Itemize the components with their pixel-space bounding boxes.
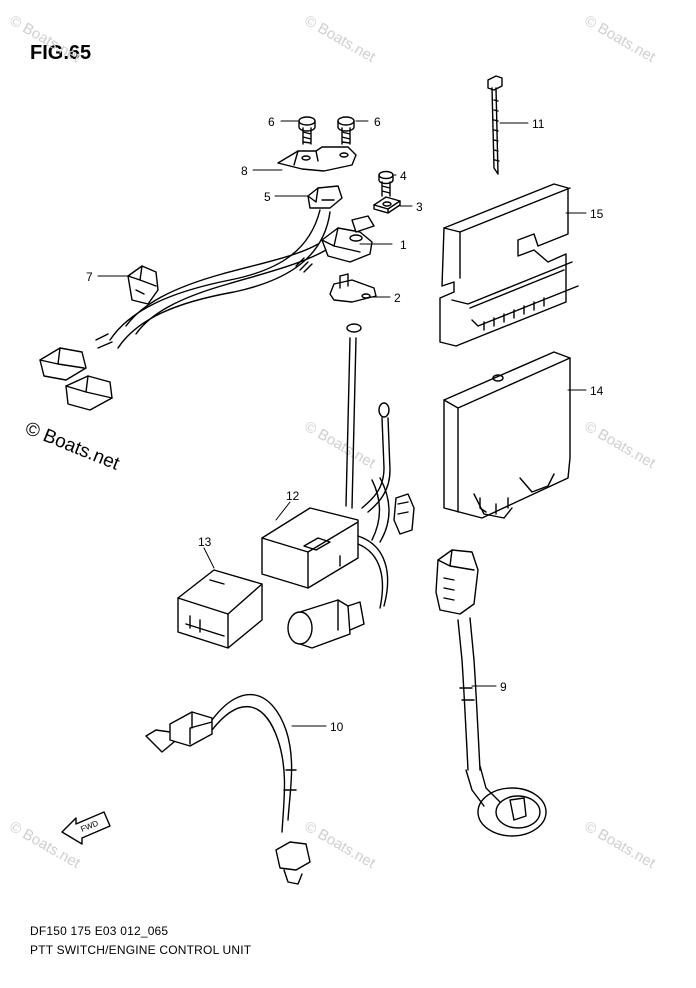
connector-5: [307, 185, 343, 209]
callout-2: 2: [394, 291, 401, 305]
bracket-8: [277, 146, 357, 172]
relay-12: [261, 477, 415, 649]
callout-4: 4: [400, 169, 407, 183]
callout-10: 10: [330, 720, 344, 734]
callout-8: 8: [241, 164, 248, 178]
leader-lines: [97, 120, 587, 727]
callout-15: 15: [590, 207, 604, 221]
callout-6-right: 6: [374, 115, 381, 129]
callout-1: 1: [400, 238, 407, 252]
callout-7: 7: [86, 270, 93, 284]
relay-13: [177, 569, 263, 649]
ecu-case-15: [439, 183, 579, 347]
callout-6: 6: [268, 115, 275, 129]
callout-9: 9: [500, 680, 507, 694]
ground-wire: [345, 323, 391, 513]
ptt-switch-harness-9: [435, 549, 547, 837]
callout-13: 13: [198, 535, 212, 549]
bolt-6-right: [337, 116, 355, 145]
trim-sensor-1: [321, 215, 375, 263]
callout-11: 11: [532, 117, 545, 131]
callout-3: 3: [416, 200, 423, 214]
figure-code: DF150 175 E03 012_065: [30, 924, 169, 938]
figure-name: PTT SWITCH/ENGINE CONTROL UNIT: [30, 943, 252, 957]
callout-labels: 1 2 3 4 5 6 6 7 8 9 10 11 12 13 14 15: [86, 115, 604, 734]
sensor-lever-2: [329, 273, 377, 303]
bolt-6-left: [298, 116, 316, 145]
figure-title: FIG.65: [30, 42, 92, 64]
fwd-arrow-icon: FWD: [61, 811, 111, 845]
ecu-14: [443, 351, 571, 519]
switch-harness-10: [145, 693, 311, 885]
bolt-4: [378, 170, 394, 197]
cable-tie-11: [487, 75, 503, 175]
callout-14: 14: [590, 384, 604, 398]
harness-7: [39, 209, 331, 411]
callout-12: 12: [286, 489, 300, 503]
callout-5: 5: [264, 190, 271, 204]
washer-3: [373, 196, 401, 214]
